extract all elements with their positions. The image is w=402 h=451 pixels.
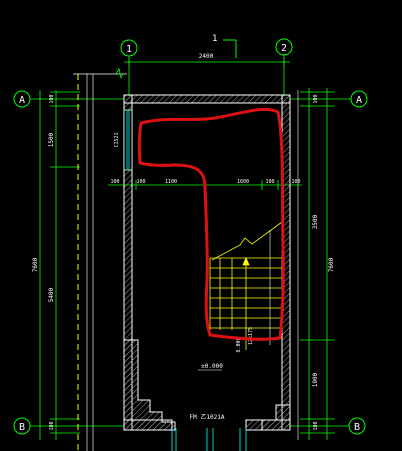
dim-left-tick-2: 100: [49, 421, 55, 430]
walls: [123, 94, 291, 431]
section-mark: 1: [212, 34, 237, 58]
dim-right-upper: 3500: [312, 214, 319, 229]
svg-text:100: 100: [291, 179, 300, 185]
svg-text:100: 100: [110, 179, 119, 185]
svg-text:1: 1: [126, 44, 132, 55]
svg-text:A: A: [356, 95, 362, 106]
svg-text:B: B: [354, 422, 360, 433]
grid-bubble-a-right: A: [350, 90, 368, 108]
svg-text:1: 1: [212, 34, 217, 44]
dim-left-lower: 5400: [48, 287, 55, 302]
svg-text:1600: 1600: [237, 179, 249, 185]
grid-bubble-b-left: B: [13, 417, 31, 435]
dim-left-total: 7600: [32, 257, 39, 272]
window-c1521: C1521: [114, 109, 133, 171]
svg-text:2400: 2400: [199, 53, 214, 60]
svg-text:1100: 1100: [165, 179, 177, 185]
dim-left-upper: 1500: [48, 132, 55, 147]
dim-right-tick-1: 100: [313, 94, 319, 103]
stair-note: 12x175: [248, 327, 254, 345]
stair-elevation: 8.000: [236, 337, 242, 352]
svg-text:B: B: [19, 422, 25, 433]
stair: [209, 221, 283, 350]
top-dimension: 2400: [124, 53, 290, 66]
grid-lines: [30, 55, 351, 427]
left-guide-lines: [73, 67, 127, 451]
right-dimensions: [300, 88, 335, 440]
svg-text:100: 100: [136, 179, 145, 185]
svg-text:2: 2: [281, 43, 287, 54]
svg-text:FM 乙1021A: FM 乙1021A: [190, 414, 225, 421]
grid-bubble-1: 1: [120, 39, 138, 57]
svg-text:A: A: [19, 95, 25, 106]
dim-right-lower: 1900: [312, 372, 319, 387]
svg-text:±0.000: ±0.000: [201, 363, 223, 370]
svg-text:100: 100: [265, 179, 274, 185]
grid-bubble-b-right: B: [348, 417, 366, 435]
svg-text:C1521: C1521: [114, 132, 120, 147]
grid-bubble-2: 2: [275, 38, 293, 56]
door-fm: FM 乙1021A: [171, 414, 247, 451]
dim-right-total: 7600: [328, 257, 335, 272]
red-markup-outline: [137, 107, 285, 341]
dim-right-tick-2: 100: [313, 421, 319, 430]
floor-level: ±0.000: [198, 363, 223, 371]
dim-left-tick-1: 100: [49, 94, 55, 103]
grid-bubble-a-left: A: [13, 90, 31, 108]
left-dimensions: [39, 90, 80, 440]
